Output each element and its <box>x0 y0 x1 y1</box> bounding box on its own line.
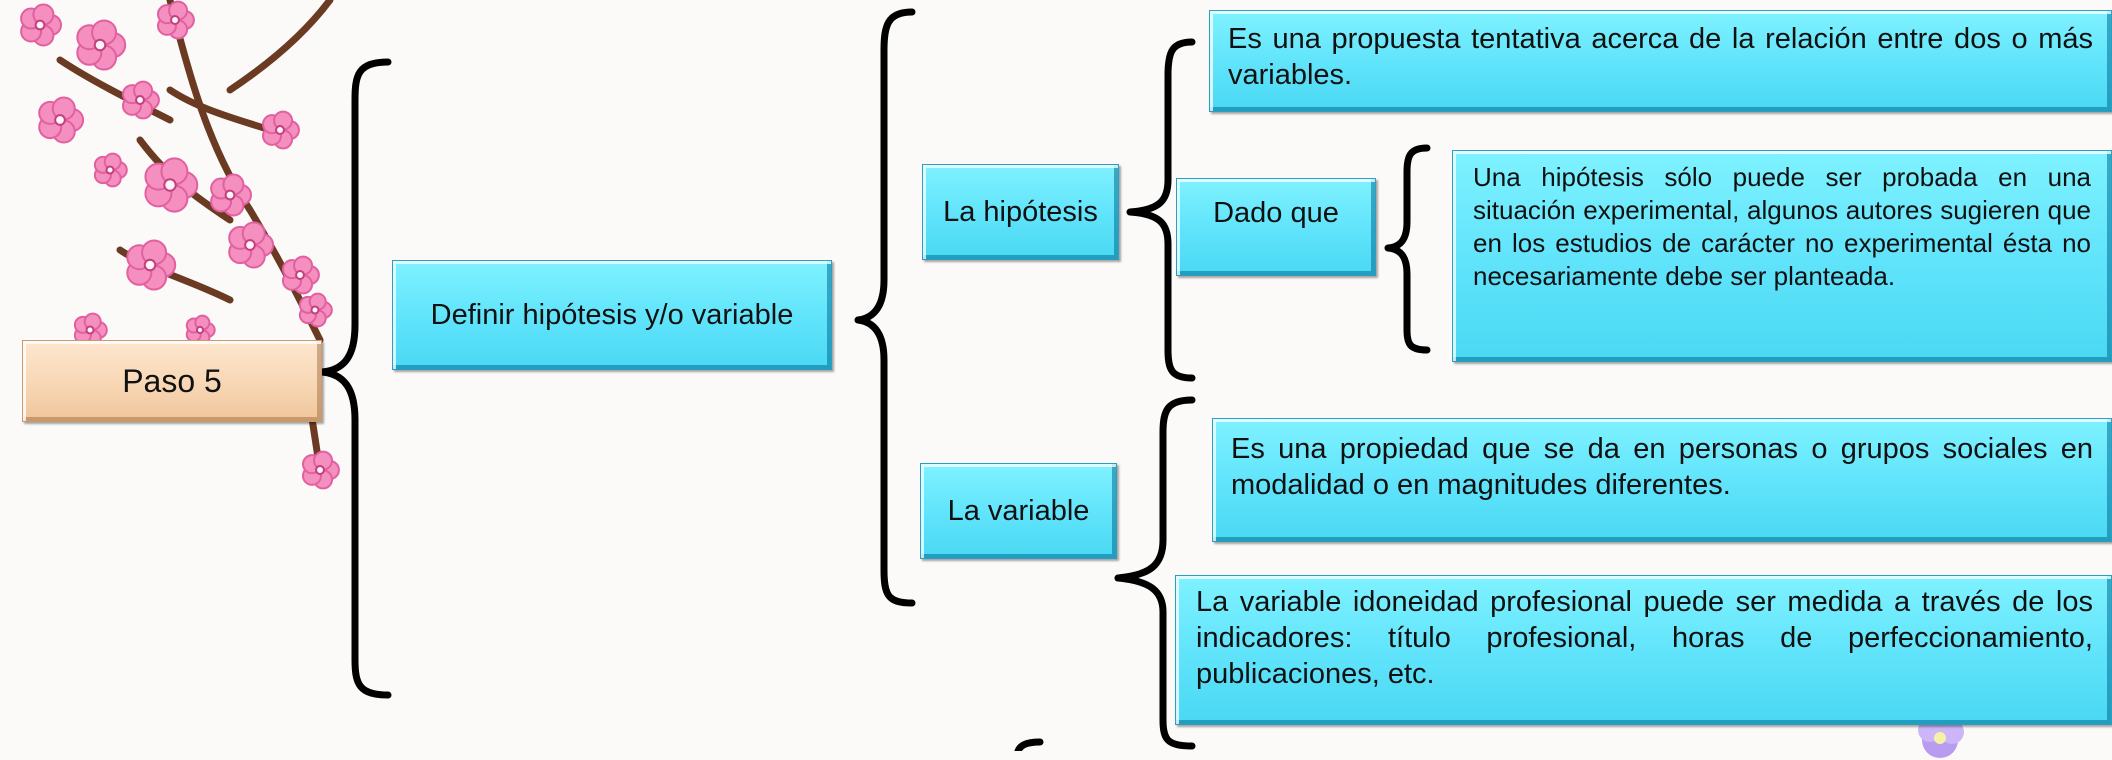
brace-bottom-fragment <box>1014 738 1044 751</box>
hipotesis-note-box: Una hipótesis sólo puede ser probada en … <box>1452 150 2112 362</box>
blossom-center <box>310 305 320 315</box>
blossom-center <box>195 325 205 335</box>
blossom-center <box>143 258 157 272</box>
definir-label: Definir hipótesis y/o variable <box>430 299 794 331</box>
blossom-center <box>244 239 256 251</box>
blossom-center <box>170 15 180 25</box>
hipotesis-note-text: Una hipótesis sólo puede ser probada en … <box>1473 162 2091 291</box>
variable-example-box: La variable idoneidad profesional puede … <box>1175 575 2112 725</box>
blossom-center <box>85 325 95 335</box>
variable-example-text: La variable idoneidad profesional puede … <box>1196 586 2093 690</box>
hipotesis-definition-text: Es una propuesta tentativa acerca de la … <box>1228 23 2093 91</box>
variable-definition-box: Es una propiedad que se da en personas o… <box>1212 418 2112 542</box>
definir-box: Definir hipótesis y/o variable <box>392 260 832 370</box>
paso-5-label: Paso 5 <box>122 363 222 399</box>
brace-hipotesis <box>1126 38 1196 382</box>
dado-que-box: Dado que <box>1176 178 1376 276</box>
blossom-center <box>275 125 285 135</box>
blossom-center <box>105 165 115 175</box>
blossom-center <box>54 114 66 126</box>
dado-que-label: Dado que <box>1213 197 1339 229</box>
blossom-center <box>135 95 145 105</box>
blossom-center <box>93 38 107 52</box>
hipotesis-box: La hipótesis <box>922 164 1119 260</box>
blossom-center <box>295 270 305 280</box>
brace-definir <box>854 8 916 607</box>
brace-dado <box>1384 144 1431 354</box>
variable-definition-text: Es una propiedad que se da en personas o… <box>1231 433 2093 501</box>
blossom-center <box>224 189 236 201</box>
hipotesis-definition-box: Es una propuesta tentativa acerca de la … <box>1209 10 2112 112</box>
blossom-center <box>34 19 46 31</box>
brace-variable <box>1114 396 1196 750</box>
blossom-center <box>315 465 325 475</box>
cherry-blossom-decoration <box>20 0 340 490</box>
variable-box: La variable <box>920 463 1117 559</box>
hipotesis-label: La hipótesis <box>943 196 1098 228</box>
variable-label: La variable <box>947 495 1090 527</box>
brace-paso <box>318 58 392 699</box>
blossom-center <box>163 178 177 192</box>
paso-5-box: Paso 5 <box>22 340 322 422</box>
